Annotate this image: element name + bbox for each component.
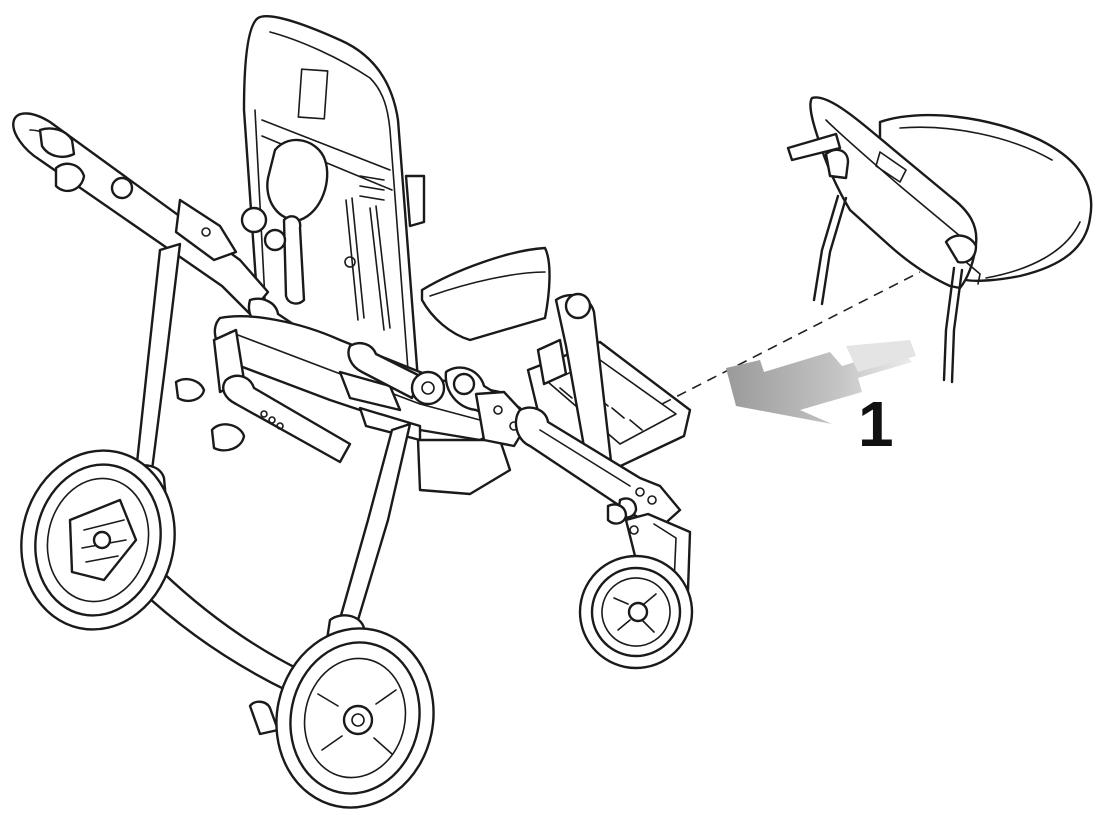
arrow-left-icon xyxy=(726,340,916,424)
backrest xyxy=(240,15,426,388)
stroller-frame-icon xyxy=(12,15,694,809)
guide-line xyxy=(661,271,921,405)
seat-frame xyxy=(174,315,682,530)
rear-wheel-right xyxy=(275,627,435,809)
front-caster-wheel xyxy=(578,554,694,670)
step-number-label: 1 xyxy=(858,388,894,460)
seat xyxy=(420,246,551,342)
rear-wheel-left xyxy=(20,449,176,631)
seat-cushion-icon xyxy=(786,96,1093,384)
